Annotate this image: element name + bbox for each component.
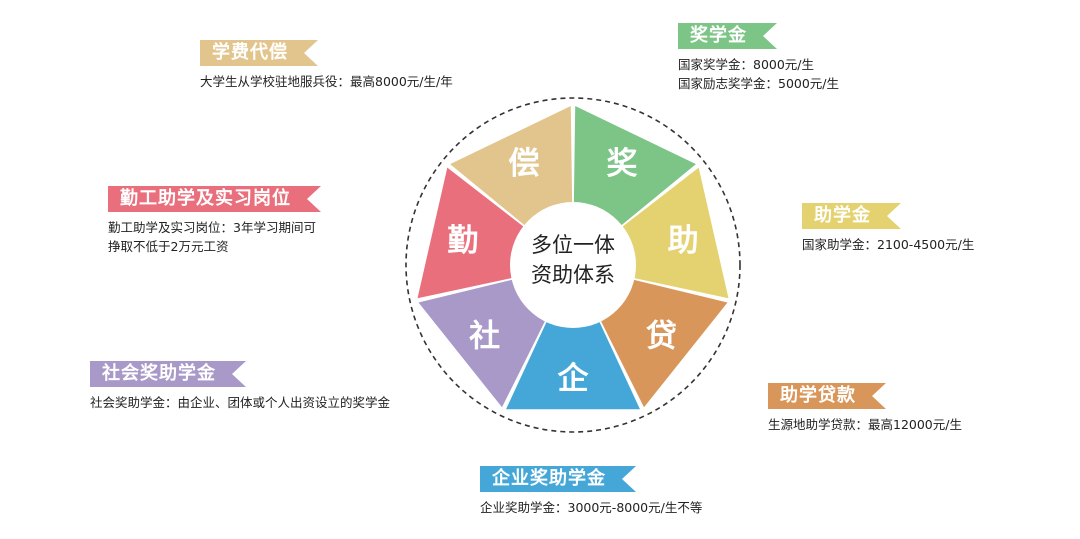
block-loan: 助学贷款 生源地助学贷款：最高12000元/生 [768, 383, 962, 434]
tag-loan: 助学贷款 [768, 383, 886, 409]
lines-loan: 生源地助学贷款：最高12000元/生 [768, 415, 962, 434]
text-line: 国家奖学金：8000元/生 [678, 57, 815, 72]
wheel-segment-label: 勤 [447, 223, 478, 259]
wheel-segment [601, 279, 728, 408]
tag-grant: 助学金 [802, 203, 901, 229]
block-tuition: 学费代偿 大学生从学校驻地服兵役：最高8000元/生/年 [200, 40, 453, 91]
wheel-segment [418, 279, 545, 408]
center-circle [510, 202, 636, 328]
text-line: 勤工助学及实习岗位：3年学习期间可 [108, 220, 316, 235]
text-line: 生源地助学贷款：最高12000元/生 [768, 417, 962, 432]
lines-tuition: 大学生从学校驻地服兵役：最高8000元/生/年 [200, 72, 453, 91]
tag-workstudy: 勤工助学及实习岗位 [108, 186, 321, 212]
text-line: 国家励志奖学金：5000元/生 [678, 76, 840, 91]
lines-workstudy: 勤工助学及实习岗位：3年学习期间可 挣取不低于2万元工资 [108, 218, 321, 256]
text-line: 社会奖助学金：由企业、团体或个人出资设立的奖学金 [90, 395, 391, 410]
block-scholarship: 奖学金 国家奖学金：8000元/生 国家励志奖学金：5000元/生 [678, 23, 839, 93]
block-social: 社会奖助学金 社会奖助学金：由企业、团体或个人出资设立的奖学金 [90, 361, 390, 412]
center-line-1: 多位一体 [531, 233, 615, 257]
center-line-2: 资助体系 [531, 263, 615, 287]
wheel-segment-label: 企 [558, 361, 590, 397]
lines-enterprise: 企业奖助学金：3000元-8000元/生不等 [480, 498, 702, 517]
wheel-segment [573, 106, 696, 226]
text-line: 挣取不低于2万元工资 [108, 239, 229, 254]
wheel-segment-label: 助 [668, 223, 699, 259]
wheel-segment [622, 167, 729, 299]
lines-scholarship: 国家奖学金：8000元/生 国家励志奖学金：5000元/生 [678, 55, 839, 93]
lines-social: 社会奖助学金：由企业、团体或个人出资设立的奖学金 [90, 393, 390, 412]
text-line: 国家助学金：2100-4500元/生 [802, 237, 975, 252]
block-enterprise: 企业奖助学金 企业奖助学金：3000元-8000元/生不等 [480, 466, 702, 517]
tag-scholarship: 奖学金 [678, 23, 777, 49]
block-workstudy: 勤工助学及实习岗位 勤工助学及实习岗位：3年学习期间可 挣取不低于2万元工资 [108, 186, 321, 256]
wheel-segment [450, 106, 573, 226]
wheel-segment-label: 偿 [508, 146, 539, 182]
wheel-segment-label: 贷 [646, 318, 677, 354]
wheel-segment-label: 社 [469, 318, 500, 354]
wheel-segment [417, 167, 524, 299]
dashed-outer-ring [405, 97, 741, 433]
tag-enterprise: 企业奖助学金 [480, 466, 636, 492]
wheel-segment [506, 322, 640, 410]
tag-tuition: 学费代偿 [200, 40, 318, 66]
wheel-segment-label: 奖 [607, 146, 638, 182]
lines-grant: 国家助学金：2100-4500元/生 [802, 235, 974, 254]
text-line: 企业奖助学金：3000元-8000元/生不等 [480, 500, 703, 515]
text-line: 大学生从学校驻地服兵役：最高8000元/生/年 [200, 74, 453, 89]
block-grant: 助学金 国家助学金：2100-4500元/生 [802, 203, 974, 254]
tag-social: 社会奖助学金 [90, 361, 246, 387]
